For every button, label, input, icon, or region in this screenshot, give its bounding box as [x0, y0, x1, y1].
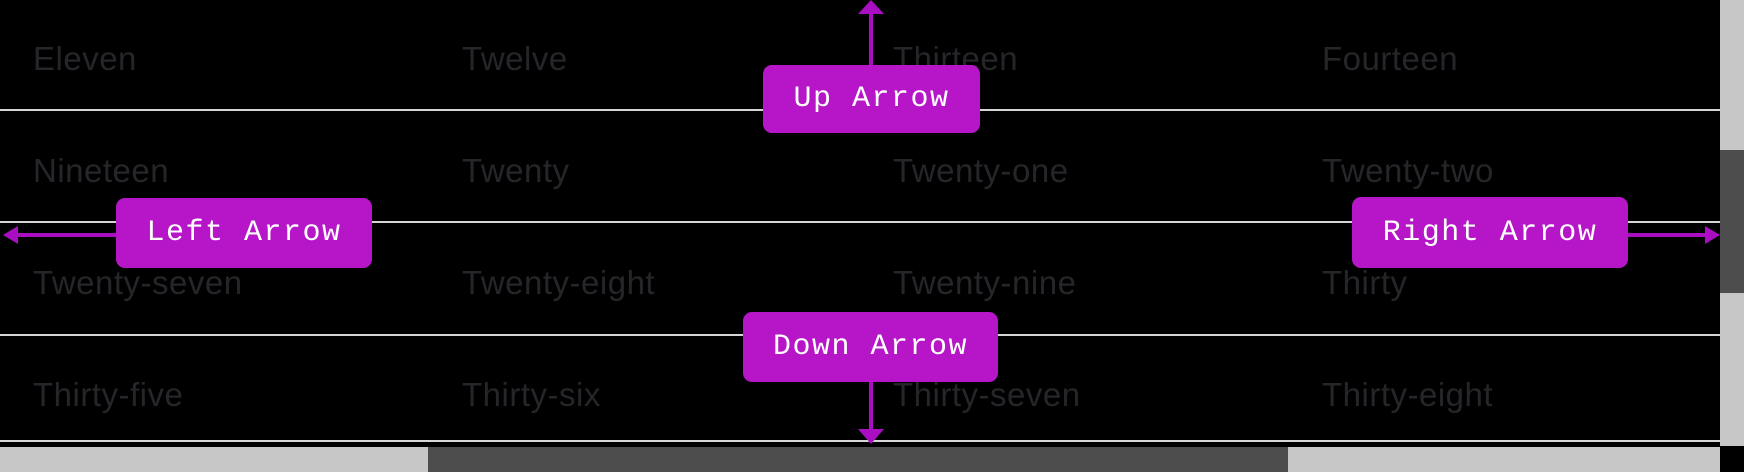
grid-cell: Thirty-six: [462, 376, 601, 413]
grid-cell: Twenty-eight: [462, 264, 656, 301]
right-arrow-shaft: [1628, 233, 1706, 237]
up-arrow-button[interactable]: Up Arrow: [763, 65, 980, 133]
grid-cell: Thirty: [1322, 264, 1408, 301]
grid-cell: Twenty-seven: [33, 264, 243, 301]
down-arrow-shaft: [869, 382, 873, 430]
grid-cell: Twenty-nine: [893, 264, 1077, 301]
grid-cell: Nineteen: [33, 152, 170, 189]
grid-cell: Twenty: [462, 152, 570, 189]
left-arrow-button[interactable]: Left Arrow: [116, 198, 372, 268]
left-arrow-head-icon: [3, 226, 18, 244]
left-arrow-shaft: [16, 233, 117, 237]
grid-cell: Twenty-one: [893, 152, 1069, 189]
grid-cell: Twenty-two: [1322, 152, 1494, 189]
horizontal-scrollbar-thumb[interactable]: [428, 447, 1289, 472]
up-arrow-shaft: [869, 12, 873, 66]
grid-cell: Eleven: [33, 40, 137, 77]
grid-cell: Twelve: [462, 40, 568, 77]
up-arrow-head-icon: [858, 0, 884, 14]
right-arrow-button[interactable]: Right Arrow: [1352, 197, 1628, 268]
horizontal-scrollbar-track[interactable]: [0, 447, 1720, 472]
grid-cell: Fourteen: [1322, 40, 1459, 77]
grid-cell: Thirty-seven: [893, 376, 1081, 413]
grid-cell: Thirty-eight: [1322, 376, 1494, 413]
grid-cell: Thirty-five: [33, 376, 184, 413]
right-arrow-head-icon: [1705, 226, 1720, 244]
row-divider: [0, 221, 1720, 223]
down-arrow-button[interactable]: Down Arrow: [743, 312, 998, 382]
scrollbar-corner: [1720, 447, 1744, 472]
vertical-scrollbar-track[interactable]: [1720, 0, 1744, 446]
vertical-scrollbar-thumb[interactable]: [1720, 149, 1744, 293]
down-arrow-head-icon: [858, 429, 884, 444]
